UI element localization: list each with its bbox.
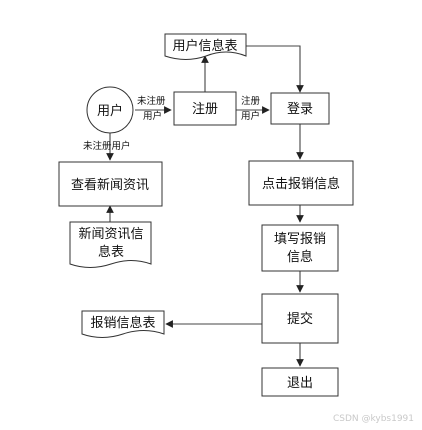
node-user-info-table-label: 用户信息表 — [172, 38, 237, 54]
node-logout: 退出 — [261, 367, 339, 397]
node-user: 用户 — [86, 86, 134, 134]
node-login-label: 登录 — [287, 102, 313, 117]
node-fill-reimburse: 填写报销 信息 — [261, 224, 339, 272]
edge-user-table-to-login — [246, 45, 304, 93]
edge-label-unregistered-down: 未注册用户 — [83, 140, 131, 152]
node-fill-reimburse-label-line1: 填写报销 — [274, 232, 326, 247]
node-register-label: 注册 — [192, 102, 218, 117]
node-submit: 提交 — [261, 293, 339, 344]
node-fill-reimburse-label-line2: 信息 — [287, 249, 313, 265]
edge-label-unregistered-line2: 用户 — [143, 110, 162, 122]
node-click-reimburse-label: 点击报销信息 — [262, 176, 340, 192]
node-click-reimburse: 点击报销信息 — [248, 160, 354, 206]
edge-label-registered-line1: 注册 — [241, 95, 261, 107]
node-news-info-table-label-line1: 新闻资讯信 — [78, 226, 143, 242]
node-submit-label: 提交 — [287, 311, 313, 327]
edge-label-registered-line2: 用户 — [241, 110, 260, 122]
node-register: 注册 — [173, 91, 237, 126]
watermark: CSDN @kybs1991 — [333, 414, 414, 424]
node-news-info-table: 新闻资讯信 息表 — [69, 221, 152, 268]
node-news-info-table-label-line2: 息表 — [98, 244, 124, 260]
node-user-label: 用户 — [97, 103, 123, 119]
node-login: 登录 — [270, 92, 330, 125]
connectors — [106, 45, 304, 367]
node-view-news: 查看新闻资讯 — [58, 161, 163, 207]
node-view-news-label: 查看新闻资讯 — [71, 177, 149, 193]
node-logout-label: 退出 — [287, 376, 313, 391]
node-reimburse-info-table: 报销信息表 — [81, 310, 165, 338]
edge-label-unregistered-line1: 未注册 — [137, 95, 166, 107]
node-user-info-table: 用户信息表 — [164, 33, 247, 60]
node-reimburse-info-table-label: 报销信息表 — [90, 315, 155, 331]
